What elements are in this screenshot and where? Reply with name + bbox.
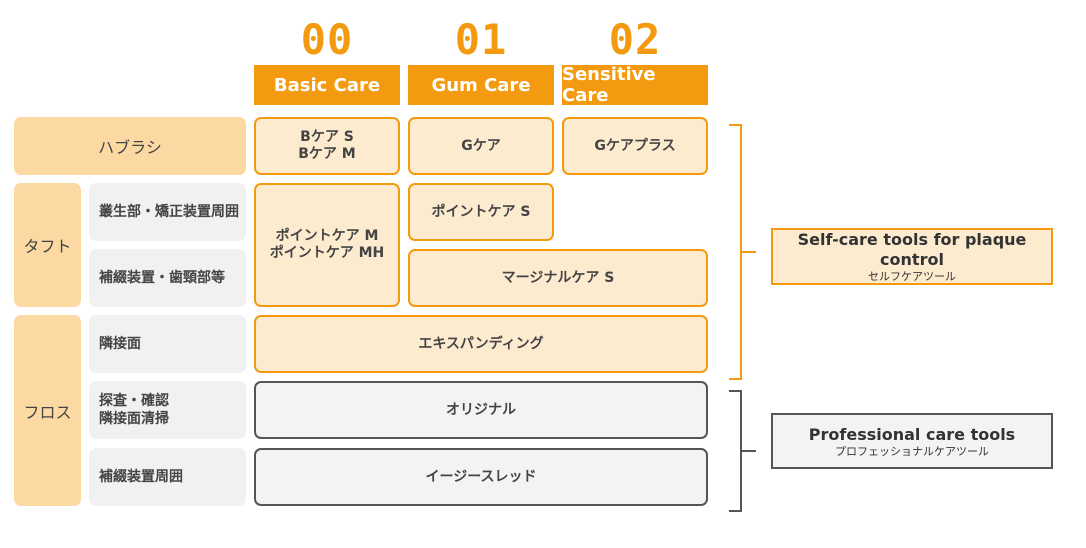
product-point-care-s: ポイントケア S <box>408 183 554 241</box>
product-point-care-m-mh: ポイントケア M ポイントケア MH <box>254 183 400 307</box>
product-marginal-care-s: マージナルケア S <box>408 249 708 307</box>
professional-care-label-box: Professional care tools プロフェッショナルケアツール <box>771 413 1053 469</box>
subcategory-tuft-crowding-label: 叢生部・矯正装置周囲 <box>99 204 239 220</box>
subcategory-tuft-prosthesis: 補綴装置・歯頸部等 <box>89 249 246 307</box>
product-point-care-m: ポイントケア M <box>275 228 379 244</box>
self-care-label-main: Self-care tools for plaque control <box>797 230 1027 269</box>
subcategory-floss-prosthesis: 補綴装置周囲 <box>89 448 246 506</box>
product-expanding: エキスパンディング <box>254 315 708 373</box>
product-basic-care-brush-s: Bケア S <box>300 129 354 145</box>
product-marginal-care-s-label: マージナルケア S <box>501 269 615 286</box>
professional-care-bracket-tick <box>742 450 756 452</box>
column-number-basic: 00 <box>300 15 354 64</box>
category-tuft: タフト <box>14 183 81 307</box>
self-care-bracket-tick <box>742 251 756 253</box>
subcategory-floss-prosthesis-label: 補綴装置周囲 <box>99 469 183 485</box>
column-header-sensitive-care: Sensitive Care <box>562 64 708 106</box>
column-header-basic-care: Basic Care <box>254 65 400 105</box>
product-sensitive-care-brush-label: Gケアプラス <box>594 137 676 154</box>
product-expanding-label: エキスパンディング <box>418 335 544 352</box>
subcategory-floss-probing-line2: 隣接面清掃 <box>99 411 169 427</box>
product-point-care-s-label: ポイントケア S <box>431 203 531 220</box>
subcategory-floss-proximal-label: 隣接面 <box>99 336 141 352</box>
column-number-sensitive: 02 <box>608 15 662 64</box>
product-original-label: オリジナル <box>446 401 516 418</box>
product-original: オリジナル <box>254 381 708 439</box>
product-basic-care-brush: Bケア S Bケア M <box>254 117 400 175</box>
professional-care-label-main: Professional care tools <box>808 424 1016 444</box>
product-gum-care-brush-label: Gケア <box>461 137 501 154</box>
category-toothbrush-label: ハブラシ <box>98 138 162 157</box>
product-point-care-mh: ポイントケア MH <box>269 245 385 261</box>
professional-care-label-sub: プロフェッショナルケアツール <box>835 444 989 458</box>
column-header-gum-care: Gum Care <box>408 65 554 105</box>
subcategory-floss-probing: 探査・確認 隣接面清掃 <box>89 381 246 439</box>
category-toothbrush: ハブラシ <box>14 117 246 175</box>
column-number-gum: 01 <box>454 15 508 64</box>
category-floss-label: フロス <box>23 402 72 422</box>
product-gum-care-brush: Gケア <box>408 117 554 175</box>
self-care-bracket <box>729 124 742 380</box>
subcategory-tuft-crowding: 叢生部・矯正装置周囲 <box>89 183 246 241</box>
product-easy-thread: イージースレッド <box>254 448 708 506</box>
category-floss: フロス <box>14 315 81 506</box>
self-care-label-box: Self-care tools for plaque control セルフケア… <box>771 228 1053 285</box>
product-easy-thread-label: イージースレッド <box>425 468 537 485</box>
category-tuft-label: タフト <box>23 237 72 256</box>
subcategory-floss-proximal: 隣接面 <box>89 315 246 373</box>
subcategory-floss-probing-line1: 探査・確認 <box>99 393 169 409</box>
professional-care-bracket <box>729 390 742 512</box>
product-sensitive-care-brush: Gケアプラス <box>562 117 708 175</box>
subcategory-tuft-prosthesis-label: 補綴装置・歯頸部等 <box>99 270 225 286</box>
product-basic-care-brush-m: Bケア M <box>298 146 356 162</box>
self-care-label-sub: セルフケアツール <box>868 270 956 283</box>
